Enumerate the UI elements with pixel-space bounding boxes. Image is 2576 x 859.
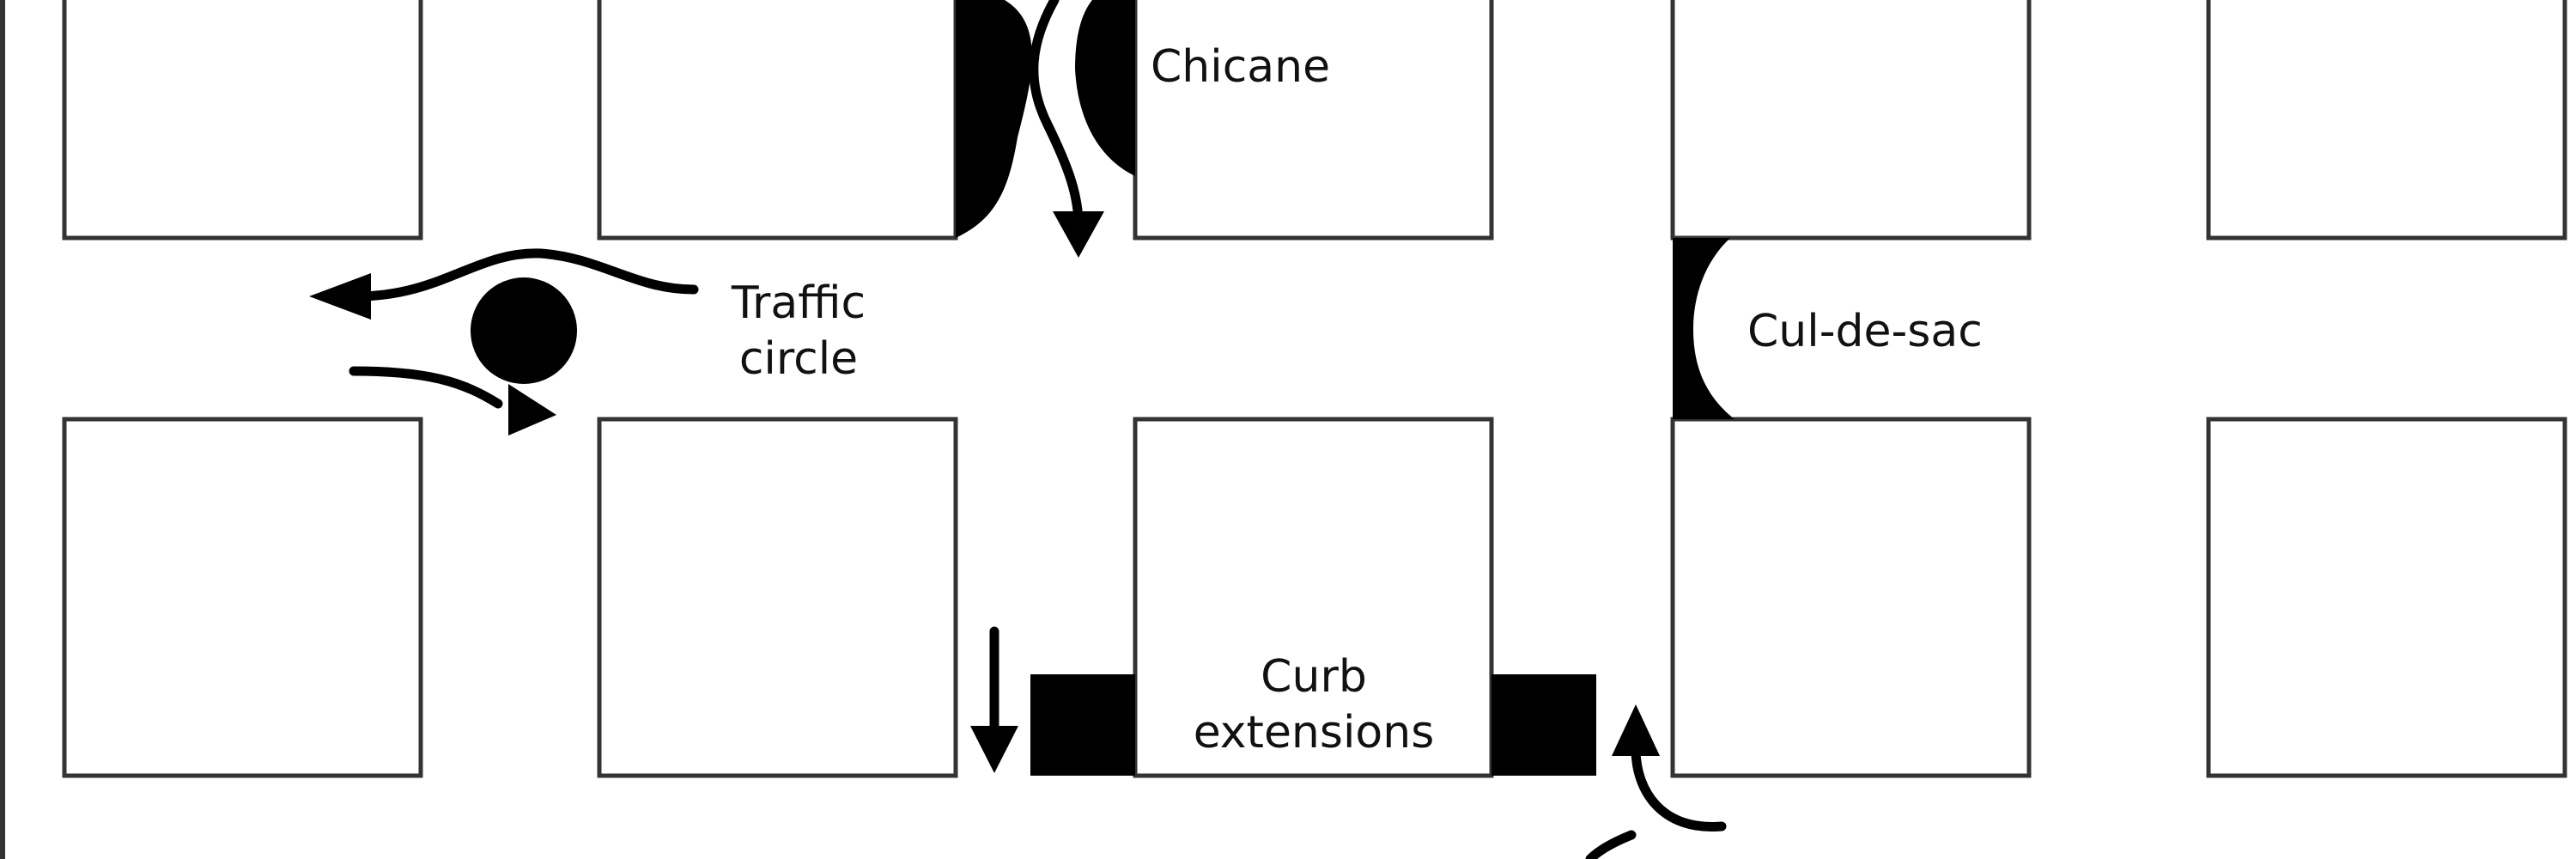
chicane-right-bulge (1075, 0, 1135, 176)
cul-de-sac-label: Cul-de-sac (1747, 306, 1983, 357)
curb-extensions-up-path (1631, 744, 1727, 832)
city-block (2206, 417, 2567, 778)
curb-extension-left (1030, 674, 1135, 776)
chicane-arrowhead (1053, 211, 1104, 258)
city-block (62, 0, 423, 241)
curb-extensions-up-tail (1585, 830, 1637, 859)
traffic-circle-label-line2: circle (739, 333, 858, 385)
traffic-circle-label-line1: Traffic (731, 277, 866, 329)
chicane-path-arrow (1029, 0, 1084, 230)
city-block (1670, 417, 2032, 778)
traffic-circle-upper-path (351, 248, 699, 302)
city-block (1133, 0, 1494, 241)
city-block (1133, 417, 1494, 778)
chicane-label: Chicane (1151, 41, 1330, 93)
traffic-circle-lower-path (349, 366, 503, 409)
curb-extension-right (1492, 674, 1596, 776)
city-block (2206, 0, 2567, 241)
traffic-circle-upper-arrowhead (309, 273, 371, 320)
curb-extensions-up-arrowhead (1612, 704, 1660, 756)
city-block (62, 417, 423, 778)
curb-extensions-label-line2: extensions (1194, 707, 1435, 758)
curb-extensions-label-line1: Curb (1261, 651, 1367, 703)
city-block (597, 0, 958, 241)
traffic-circle-island (471, 277, 577, 384)
city-block (1670, 0, 2032, 241)
cul-de-sac-closure (1673, 238, 1735, 419)
chicane-left-bulge (956, 0, 1032, 238)
traffic-circle-lower-arrowhead (508, 384, 556, 436)
city-block (597, 417, 958, 778)
curb-extensions-down-arrowhead (970, 726, 1018, 773)
